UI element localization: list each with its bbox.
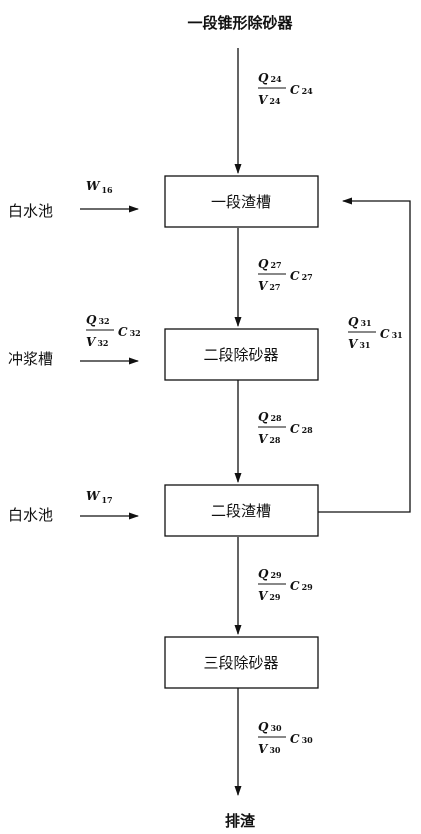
box-stage3-desander: 三段除砂器	[164, 636, 319, 689]
box-stage2-desander-label: 二段除砂器	[203, 346, 278, 364]
svg-text:Q29: Q29	[258, 567, 282, 581]
box-stage1-slag-tank: 一段渣槽	[164, 175, 319, 228]
svg-text:V31: V31	[348, 337, 370, 351]
box-stage3-desander-label: 三段除砂器	[203, 654, 278, 672]
svg-text:Q30: Q30	[258, 720, 282, 734]
svg-text:Q32: Q32	[86, 313, 110, 327]
box-stage2-slag-tank-label: 二段渣槽	[211, 502, 271, 520]
svg-text:Q27: Q27	[258, 257, 282, 271]
svg-text:C24: C24	[290, 83, 313, 97]
box-stage2-slag-tank: 二段渣槽	[164, 484, 319, 537]
svg-text:C27: C27	[290, 269, 313, 283]
svg-text:V32: V32	[86, 335, 108, 349]
bottom-output-label: 排渣	[225, 812, 256, 830]
svg-text:Q28: Q28	[258, 410, 282, 424]
svg-text:C32: C32	[118, 325, 141, 339]
side-input-pulp-tank: 冲浆槽	[8, 350, 53, 368]
svg-text:Q31: Q31	[348, 315, 372, 329]
side-input-white-water-2: 白水池	[8, 506, 53, 524]
svg-text:C28: C28	[290, 422, 313, 436]
svg-text:C30: C30	[290, 732, 313, 746]
svg-text:V24: V24	[258, 93, 281, 107]
box-stage2-desander: 二段除砂器	[164, 328, 319, 381]
svg-text:V30: V30	[258, 742, 281, 756]
svg-text:Q24: Q24	[258, 71, 282, 85]
top-source-label: 一段锥形除砂器	[187, 14, 293, 32]
box-stage1-slag-tank-label: 一段渣槽	[211, 193, 271, 211]
svg-text:V29: V29	[258, 589, 281, 603]
svg-text:V28: V28	[258, 432, 281, 446]
svg-text:C31: C31	[380, 327, 403, 341]
side-input-white-water-1: 白水池	[8, 202, 53, 220]
recycle-loop-arrow	[318, 197, 411, 513]
svg-text:V27: V27	[258, 279, 280, 293]
svg-text:C29: C29	[290, 579, 313, 593]
